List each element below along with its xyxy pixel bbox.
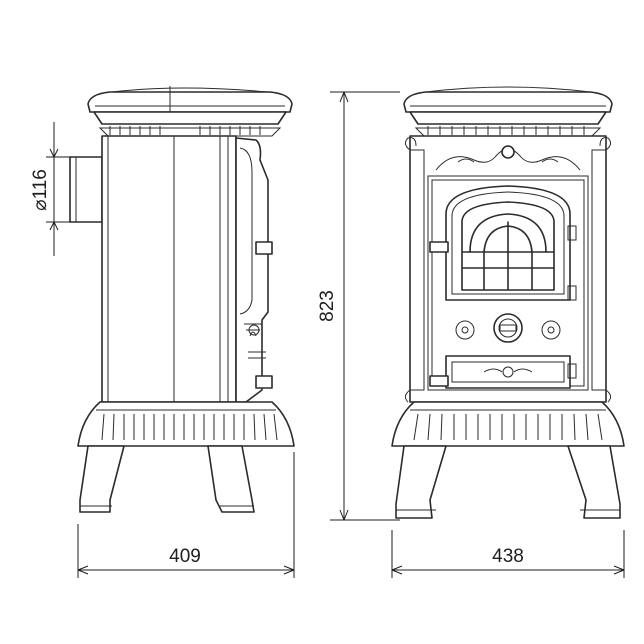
dimension-front-width: 438 — [391, 530, 625, 578]
front-drawer-handle — [429, 375, 449, 387]
front-column-right — [591, 149, 607, 391]
side-base-skirt — [77, 401, 295, 447]
front-leg-left — [395, 445, 447, 519]
front-door-hinge-bottom — [567, 285, 577, 301]
front-view — [391, 86, 625, 519]
dimension-height: 823 — [317, 91, 400, 521]
side-top-plate — [87, 91, 293, 113]
front-ornament-flower — [501, 145, 515, 159]
front-flower-right — [541, 320, 561, 340]
front-drawer-flower — [502, 366, 514, 378]
side-leg-right — [207, 445, 255, 513]
front-ash-drawer — [445, 355, 571, 389]
front-door-hinge-top — [567, 225, 577, 241]
front-collar — [409, 111, 607, 125]
front-leg-right — [567, 445, 621, 519]
front-panel-frame — [427, 175, 589, 391]
side-flue-pipe — [69, 156, 103, 223]
front-base-skirt — [391, 401, 625, 447]
side-collar — [93, 111, 287, 125]
height-label: 823 — [317, 290, 338, 322]
front-door-handle — [429, 241, 449, 253]
dimension-flue-diameter: ⌀116 — [30, 122, 72, 256]
front-air-control-knob — [493, 313, 523, 343]
flue-diameter-label: ⌀116 — [30, 169, 51, 211]
dimension-side-width: 409 — [77, 452, 295, 578]
side-width-label: 409 — [169, 546, 201, 567]
front-width-label: 438 — [492, 546, 524, 567]
side-door-hinge-lower — [255, 375, 273, 389]
front-window-grille — [461, 213, 555, 291]
side-leg-left — [79, 445, 125, 513]
front-top-plate — [403, 91, 613, 113]
front-flower-left — [455, 320, 475, 340]
side-door-hinge-upper — [255, 241, 273, 255]
side-body — [101, 135, 237, 403]
side-view — [69, 86, 295, 513]
front-column-left — [409, 149, 425, 391]
